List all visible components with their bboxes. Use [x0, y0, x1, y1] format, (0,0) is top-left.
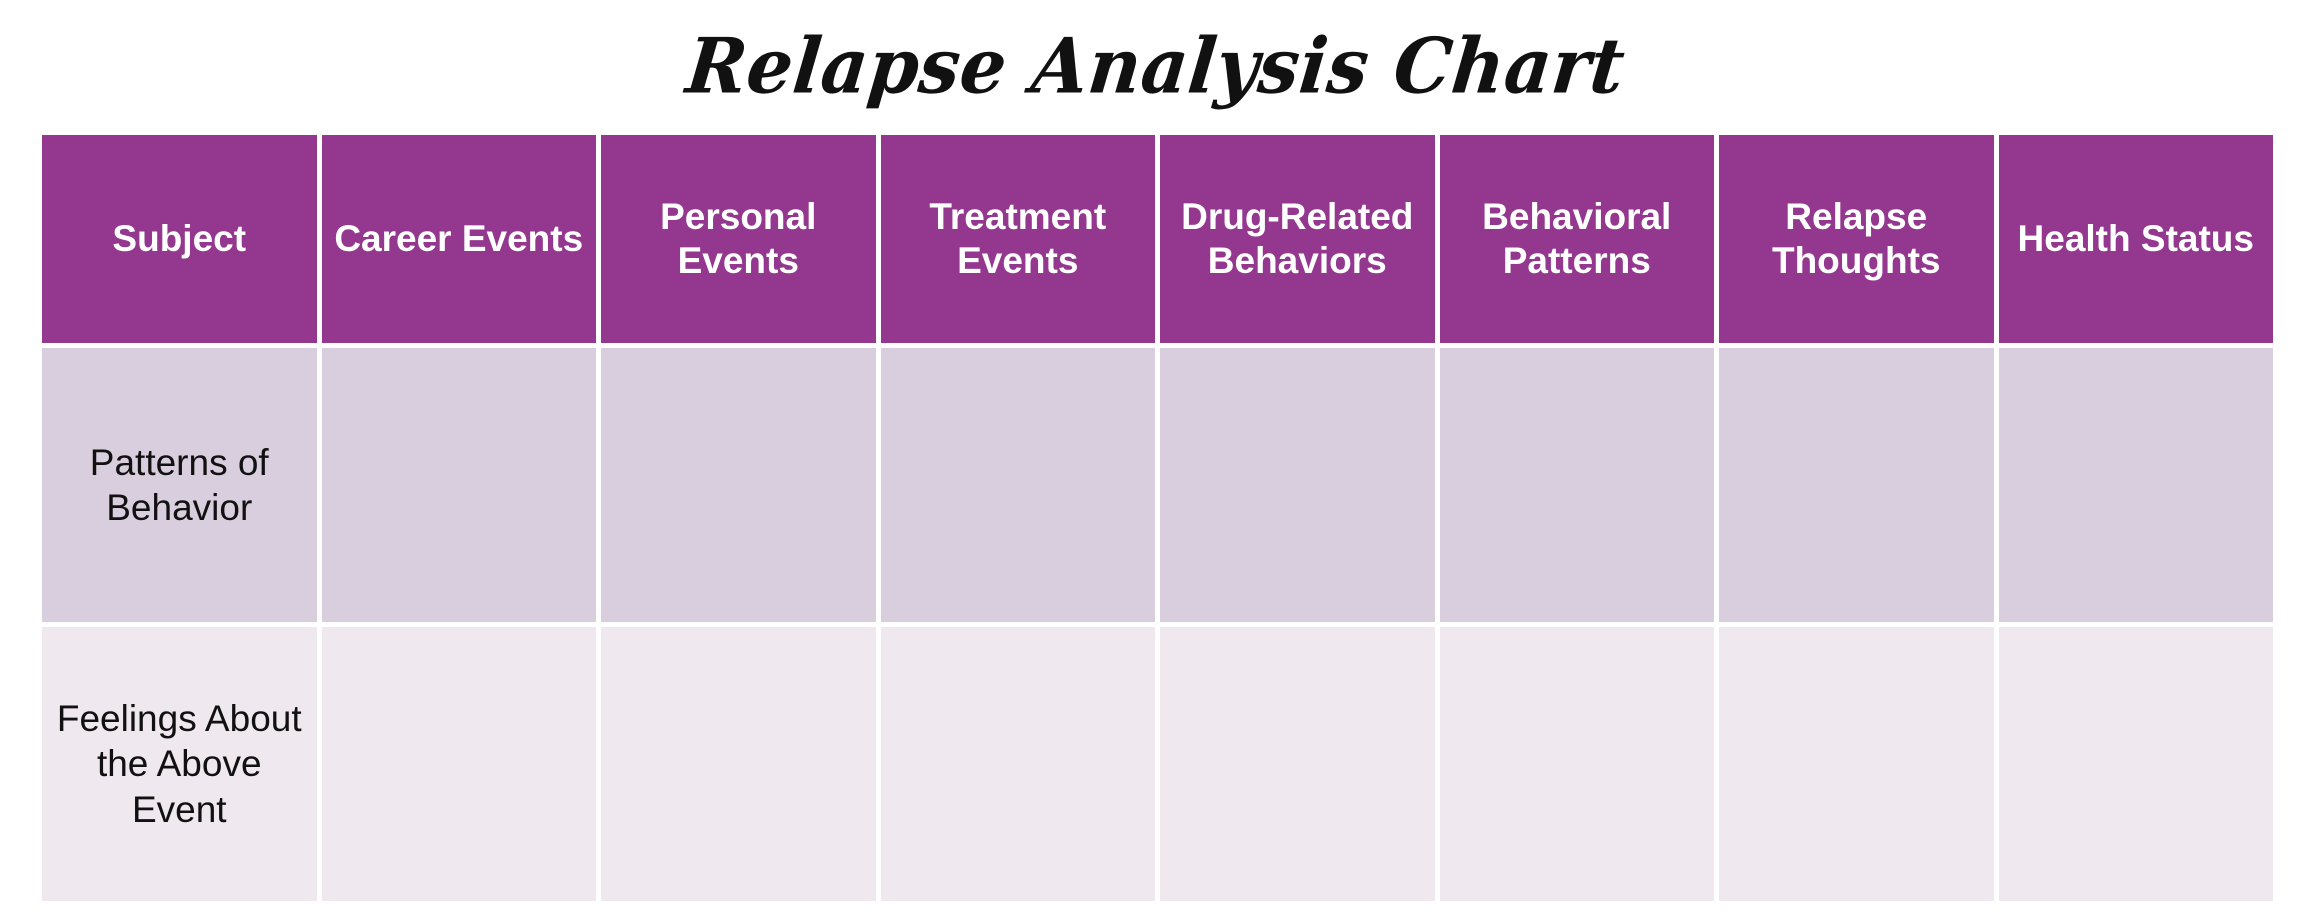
table-cell-row2-career-events[interactable]: [321, 627, 596, 901]
header-label-treatment-events: Treatment Events: [929, 196, 1107, 281]
table-cell-row1-career-events[interactable]: [321, 348, 596, 622]
table-cell-row1-personal-events[interactable]: [601, 348, 876, 622]
table-header-cell-career-events: Career Events: [321, 135, 596, 343]
table-header-cell-health-status: Health Status: [1998, 135, 2273, 343]
table-cell-row1-treatment-events[interactable]: [880, 348, 1155, 622]
row-2-label: Feelings About the Above Event: [56, 698, 302, 830]
table-cell-row1-health-status[interactable]: [1998, 348, 2273, 622]
table-header-cell-subject: Subject: [42, 135, 317, 343]
table-cell-row2-personal-events[interactable]: [601, 627, 876, 901]
header-label-health-status: Health Status: [2017, 218, 2254, 260]
table-cell-row1-behavioral-patterns[interactable]: [1439, 348, 1714, 622]
table-header-cell-treatment-events: Treatment Events: [880, 135, 1155, 343]
page-title: Relapse Analysis Chart: [682, 20, 1630, 111]
header-label-drug-related-behaviors: Drug-Related Behaviors: [1181, 196, 1414, 281]
table-cell-row1-drug-related-behaviors[interactable]: [1160, 348, 1435, 622]
header-label-behavioral-patterns: Behavioral Patterns: [1482, 196, 1672, 281]
table-header-cell-relapse-thoughts: Relapse Thoughts: [1719, 135, 1994, 343]
table-header-cell-drug-related-behaviors: Drug-Related Behaviors: [1160, 135, 1435, 343]
header-label-subject: Subject: [112, 218, 247, 260]
table-cell-row1-relapse-thoughts[interactable]: [1719, 348, 1994, 622]
table-cell-row2-health-status[interactable]: [1998, 627, 2273, 901]
header-label-relapse-thoughts: Relapse Thoughts: [1771, 196, 1941, 281]
table-header-cell-behavioral-patterns: Behavioral Patterns: [1439, 135, 1714, 343]
page-title-container: Relapse Analysis Chart: [0, 6, 2312, 126]
table-header-cell-personal-events: Personal Events: [601, 135, 876, 343]
table-cell-row2-behavioral-patterns[interactable]: [1439, 627, 1714, 901]
table-row: Patterns of Behavior: [42, 348, 317, 622]
row-1-label: Patterns of Behavior: [89, 441, 269, 528]
relapse-analysis-table: Subject Career Events Personal Events Tr…: [42, 135, 2273, 901]
table-cell-row2-drug-related-behaviors[interactable]: [1160, 627, 1435, 901]
header-label-career-events: Career Events: [334, 218, 584, 260]
table-cell-row2-relapse-thoughts[interactable]: [1719, 627, 1994, 901]
header-label-personal-events: Personal Events: [660, 196, 817, 281]
table-row: Feelings About the Above Event: [42, 627, 317, 901]
table-cell-row2-treatment-events[interactable]: [880, 627, 1155, 901]
